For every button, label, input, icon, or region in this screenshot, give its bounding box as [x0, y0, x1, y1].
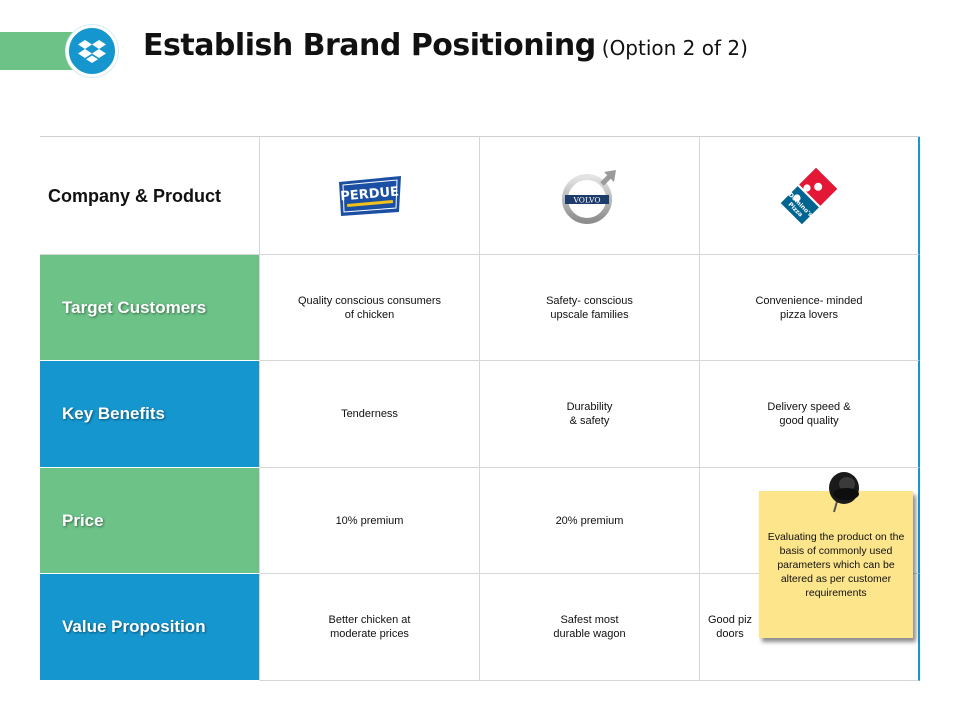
table-row-target-customers: Target Customers Quality conscious consu… — [40, 255, 920, 361]
svg-text:VOLVO: VOLVO — [572, 195, 600, 204]
row-label-price: Price — [40, 468, 260, 574]
cell-benefits-perdue: Tenderness — [260, 361, 480, 468]
header-label-cell: Company & Product — [40, 137, 260, 255]
cell-value-volvo: Safest most durable wagon — [480, 574, 700, 681]
slide-title: Establish Brand Positioning(Option 2 of … — [143, 28, 748, 63]
sticky-note: Evaluating the product on the basis of c… — [759, 491, 913, 638]
cell-target-volvo: Safety- conscious upscale families — [480, 255, 700, 361]
svg-text:PERDUE: PERDUE — [339, 184, 399, 204]
cell-value-perdue: Better chicken at moderate prices — [260, 574, 480, 681]
table-row-price: Price 10% premium 20% premium — [40, 468, 920, 574]
cell-benefits-volvo: Durability & safety — [480, 361, 700, 468]
cell-target-perdue: Quality conscious consumers of chicken — [260, 255, 480, 361]
cell-value-dominos: Good piz doors — [700, 574, 920, 681]
row-label-value-proposition: Value Proposition — [40, 574, 260, 681]
perdue-logo-cell: PERDUE — [260, 137, 480, 255]
cell-benefits-dominos: Delivery speed & good quality — [700, 361, 920, 468]
row-label-key-benefits: Key Benefits — [40, 361, 260, 468]
table-row-key-benefits: Key Benefits Tenderness Durability & saf… — [40, 361, 920, 468]
pushpin-icon — [829, 472, 859, 513]
cell-target-dominos: Convenience- minded pizza lovers — [700, 255, 920, 361]
cell-price-perdue: 10% premium — [260, 468, 480, 574]
positioning-table: Company & Product PERDUE — [40, 136, 920, 681]
table-header-row: Company & Product PERDUE — [40, 137, 920, 255]
dominos-logo: Domino's Pizza — [777, 164, 841, 227]
volvo-logo: VOLVO — [561, 169, 616, 224]
table-row-value-proposition: Value Proposition Better chicken at mode… — [40, 574, 920, 681]
dominos-logo-cell: Domino's Pizza — [700, 137, 920, 255]
cell-price-volvo: 20% premium — [480, 468, 700, 574]
row-label-target-customers: Target Customers — [40, 255, 260, 361]
slide-title-subtitle: (Option 2 of 2) — [601, 36, 748, 60]
volvo-logo-cell: VOLVO — [480, 137, 700, 255]
perdue-logo: PERDUE — [338, 175, 401, 216]
header-icon-badge — [66, 25, 118, 77]
dropbox-icon — [78, 40, 106, 63]
slide-title-main: Establish Brand Positioning — [143, 28, 596, 63]
